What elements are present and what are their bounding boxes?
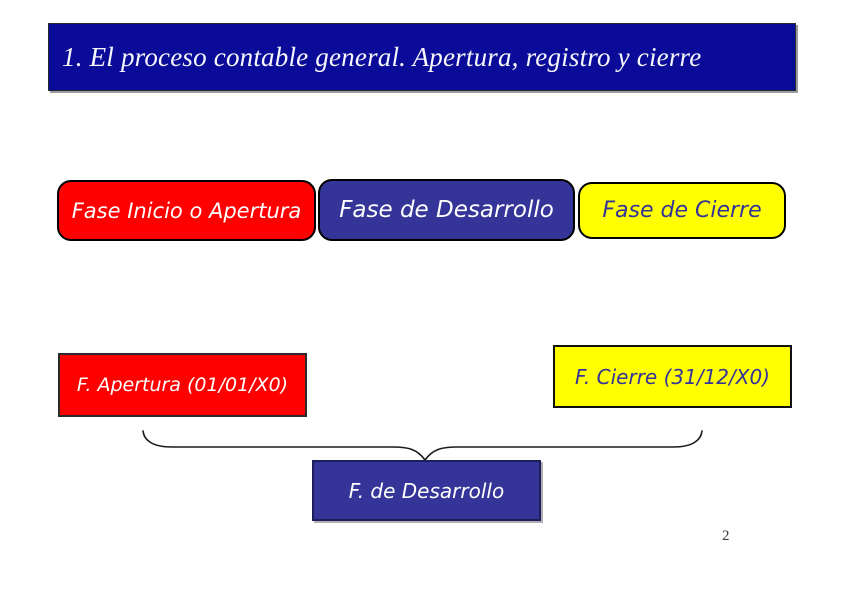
desarrollo-label: F. de Desarrollo: [348, 478, 505, 503]
slide-title-bar: 1. El proceso contable general. Apertura…: [48, 23, 796, 91]
apertura-date-label: F. Apertura (01/01/X0): [76, 374, 289, 396]
phase-box-cierre: Fase de Cierre: [578, 182, 786, 239]
phase-box-inicio-apertura: Fase Inicio o Apertura: [57, 180, 316, 241]
phase-label-inicio-apertura: Fase Inicio o Apertura: [71, 198, 302, 223]
phase-box-desarrollo: Fase de Desarrollo: [318, 179, 575, 241]
phase-label-desarrollo: Fase de Desarrollo: [339, 197, 554, 223]
cierre-date-label: F. Cierre (31/12/X0): [575, 364, 770, 389]
slide-title: 1. El proceso contable general. Apertura…: [62, 41, 702, 72]
apertura-date-box: F. Apertura (01/01/X0): [58, 353, 307, 417]
desarrollo-box: F. de Desarrollo: [312, 460, 541, 521]
cierre-date-box: F. Cierre (31/12/X0): [553, 345, 792, 408]
page-number: 2: [722, 528, 730, 544]
phase-label-cierre: Fase de Cierre: [602, 198, 762, 223]
